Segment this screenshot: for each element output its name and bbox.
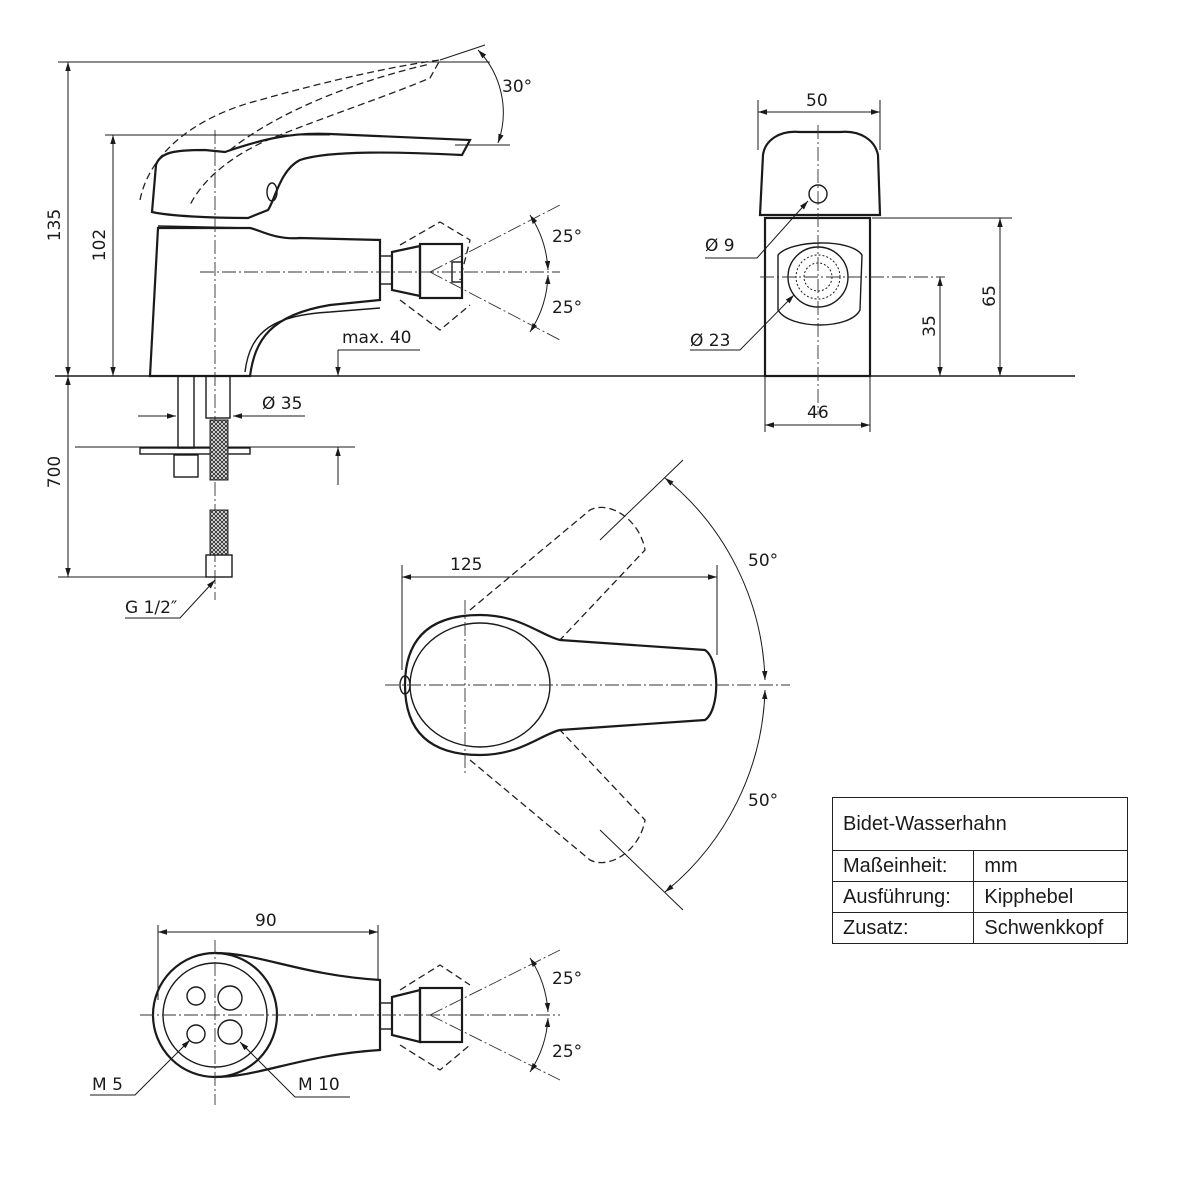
spec-table: Bidet-Wasserhahn Maßeinheit:mm Ausführun… <box>831 797 1128 944</box>
centerline-up <box>429 204 561 273</box>
swivel-up-label: 25° <box>552 227 582 247</box>
table-row: Ausführung:Kipphebel <box>831 881 1128 913</box>
m10-hole <box>217 1019 243 1045</box>
front-view: 50 Ø 9 Ø 23 65 35 46 <box>690 91 1012 432</box>
m5-hole <box>186 986 206 1006</box>
dia-35-label: Ø 35 <box>262 394 302 414</box>
top-view: 125 50° 50° <box>385 459 790 911</box>
angle-50-down-arc <box>664 689 768 893</box>
m5-label: M 5 <box>92 1075 123 1095</box>
lever-base-line <box>157 225 251 229</box>
swivel-up-arc <box>529 214 551 271</box>
hose-lower <box>209 509 229 556</box>
swivel-nozzle <box>418 242 464 300</box>
spec-label: Maßeinheit: <box>831 850 975 882</box>
angle-50-up-arc <box>664 477 768 681</box>
faucet-body <box>148 226 382 378</box>
body-contour <box>244 307 381 373</box>
bottom-view: 90 25° 25° M 5 M 10 <box>90 911 582 1105</box>
bottom-swivel-down-label: 25° <box>552 1042 582 1062</box>
spec-value: Schwenkkopf <box>973 912 1128 944</box>
lever-left-dashed <box>469 506 646 641</box>
lever-handle <box>150 132 472 220</box>
swivel-down-arc <box>529 274 551 333</box>
spec-value: mm <box>973 850 1128 882</box>
angle-30-arc <box>477 49 504 144</box>
knob-indicator <box>266 182 278 202</box>
dim-700-label: 700 <box>45 456 65 488</box>
aerator-housing <box>777 242 863 326</box>
front-body <box>763 216 872 378</box>
swivel-down-outline <box>399 299 471 331</box>
swivel-head <box>390 244 422 298</box>
centerline-down <box>429 271 561 341</box>
dim-35-label: 35 <box>920 315 940 337</box>
m10-label: M 10 <box>298 1075 340 1095</box>
spout-neck <box>379 255 393 285</box>
swivel-down-label: 25° <box>552 298 582 318</box>
angle-50-up-label: 50° <box>748 551 778 571</box>
spec-value: Kipphebel <box>973 881 1128 913</box>
mounting-nut <box>173 454 199 478</box>
dia-9-label: Ø 9 <box>705 236 735 256</box>
angle-30-label: 30° <box>502 77 532 97</box>
max-40-label: max. 40 <box>342 328 411 348</box>
spec-label: Zusatz: <box>831 912 975 944</box>
dim-90-label: 90 <box>255 911 277 931</box>
table-row: Maßeinheit:mm <box>831 850 1128 882</box>
dim-46-label: 46 <box>807 403 829 423</box>
dim-102-label: 102 <box>90 229 110 261</box>
angle-50-down-label: 50° <box>748 791 778 811</box>
mounting-stud <box>177 375 195 449</box>
lever-right-dashed <box>469 729 646 864</box>
swivel-up-outline <box>399 221 471 281</box>
dim-50-label: 50 <box>806 91 828 111</box>
dim-65-label: 65 <box>980 285 1000 307</box>
dia-23-label: Ø 23 <box>690 331 730 351</box>
mounting-plate <box>139 447 251 455</box>
lever-raised-outline <box>139 59 442 206</box>
front-handle <box>758 130 882 217</box>
lever-raised-line <box>229 63 431 151</box>
spec-title: Bidet-Wasserhahn <box>832 797 1128 851</box>
thread-g12-label: G 1/2″ <box>125 598 177 618</box>
hose-upper <box>209 419 229 481</box>
dim-125-label: 125 <box>450 555 482 575</box>
hose-connector <box>205 375 231 419</box>
bottom-swivel-up-label: 25° <box>552 969 582 989</box>
hose-fitting <box>205 554 233 578</box>
side-view: 135 102 30° 25° 25° max. 40 Ø 35 700 G 1… <box>45 44 1075 619</box>
spec-label: Ausführung: <box>831 881 975 913</box>
table-row: Zusatz:Schwenkkopf <box>831 912 1128 944</box>
dim-135-label: 135 <box>45 209 65 241</box>
